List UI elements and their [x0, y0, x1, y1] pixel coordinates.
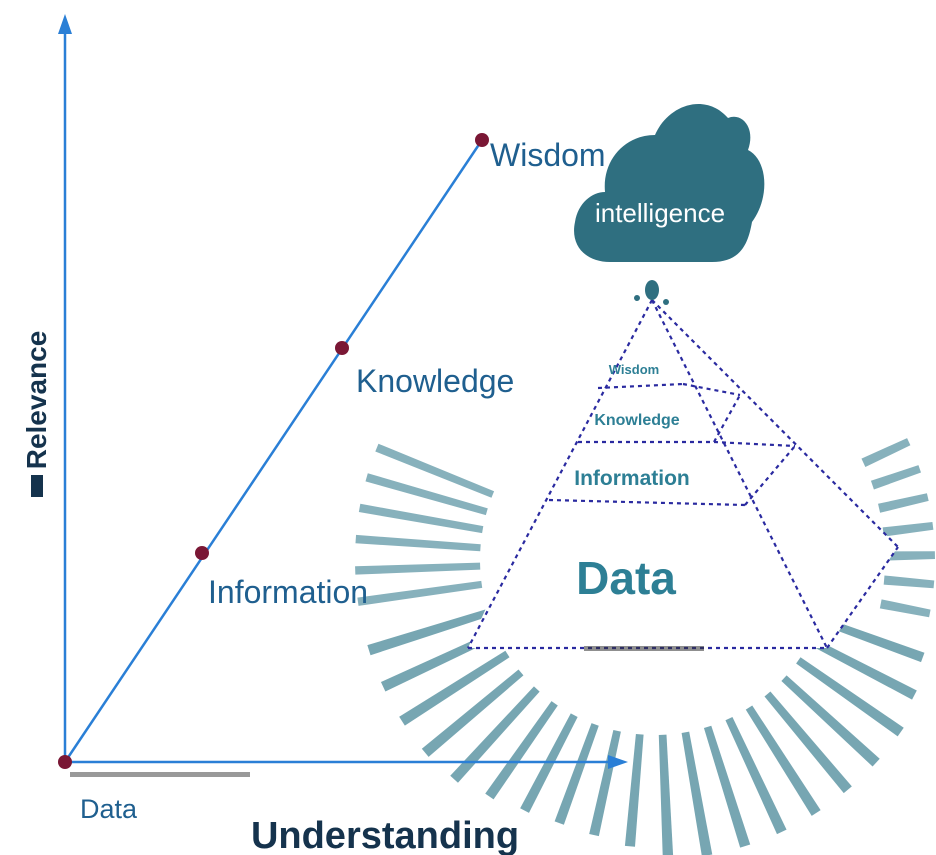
sunburst-ray — [879, 599, 931, 618]
sunburst-ray — [883, 575, 935, 589]
pyramid-edge-front — [651, 299, 828, 649]
pyramid-layer-information: Information — [574, 467, 690, 490]
dot-knowledge — [335, 341, 349, 355]
axes: Relevance Understanding — [21, 14, 628, 855]
ladder-label-data: Data — [80, 794, 138, 824]
sunburst-ray — [882, 521, 934, 537]
sunburst-ray — [399, 650, 510, 726]
cloud-label: intelligence — [595, 198, 725, 228]
pyramid-layer-data: Data — [576, 552, 676, 604]
sunburst-ray — [357, 580, 483, 606]
sunburst-ray — [725, 716, 787, 835]
sunburst-ray — [681, 731, 713, 855]
pyramid-tier-line-1 — [597, 382, 684, 390]
sunburst-ray — [365, 473, 488, 516]
pyramid-base-fill — [468, 300, 898, 648]
dot-wisdom — [475, 133, 489, 147]
pyramid-apex-drop — [645, 280, 659, 300]
pyramid-tier-line-3 — [548, 498, 746, 507]
sunburst-ray — [355, 534, 481, 552]
pyramid-layer-knowledge: Knowledge — [594, 412, 679, 429]
ladder-line — [63, 139, 484, 763]
pyramid-side-line-4 — [744, 445, 796, 506]
sunburst-ray — [624, 733, 644, 847]
sunburst-ray — [764, 691, 852, 794]
sunburst-ray — [796, 657, 904, 737]
sunburst-ray — [884, 551, 935, 561]
pyramid-apex-dot — [634, 295, 640, 301]
sunburst-ray — [745, 705, 821, 816]
ladder-label-knowledge: Knowledge — [356, 363, 514, 399]
dot-information — [195, 546, 209, 560]
sunburst-ray — [808, 637, 917, 700]
pyramid-side-line-1 — [682, 382, 741, 397]
sunburst-ray — [703, 725, 751, 848]
pyramid-fine-print — [584, 646, 704, 651]
sunburst-ray — [421, 669, 524, 757]
pyramid-side-line-3 — [713, 440, 796, 448]
sunburst-ray — [870, 465, 921, 490]
sunburst-ray — [554, 723, 599, 825]
sunburst-ray — [450, 686, 540, 783]
sunburst-ray — [878, 493, 929, 513]
sunburst-ray — [355, 562, 481, 575]
sunburst-ray — [358, 503, 484, 534]
sunburst-ray — [658, 734, 674, 855]
sunburst-ray — [380, 630, 499, 692]
ladder-label-information: Information — [208, 574, 368, 610]
y-axis-label: Relevance — [21, 331, 52, 470]
pyramid-edge-left — [467, 299, 653, 649]
y-axis-arrowhead — [58, 14, 72, 34]
y-axis-mark — [31, 475, 43, 497]
sunburst-ray — [375, 443, 495, 498]
sunburst-ray — [367, 608, 490, 656]
pyramid-side-line-2 — [713, 394, 741, 443]
ladder-label-wisdom: Wisdom — [490, 137, 606, 173]
sunburst-ray — [818, 616, 925, 663]
sunburst-ray — [485, 701, 558, 800]
intelligence-cloud: intelligence — [574, 104, 765, 262]
sunburst-ray — [861, 438, 911, 467]
axis-fine-print — [70, 772, 250, 777]
pyramid-apex-dot-2 — [663, 299, 669, 305]
x-axis-label: Understanding — [251, 815, 519, 855]
pyramid-layer-wisdom: Wisdom — [609, 362, 659, 377]
dot-data — [58, 755, 72, 769]
sunburst-ray — [589, 729, 621, 837]
x-axis-arrowhead — [608, 755, 628, 769]
dikw-ladder: Data Information Knowledge Wisdom — [58, 133, 606, 824]
cloud-shape — [574, 104, 765, 262]
sunburst-ray — [781, 675, 880, 767]
pyramid-edge-back — [651, 299, 899, 548]
pyramid: Wisdom Knowledge Information Data — [467, 280, 899, 651]
